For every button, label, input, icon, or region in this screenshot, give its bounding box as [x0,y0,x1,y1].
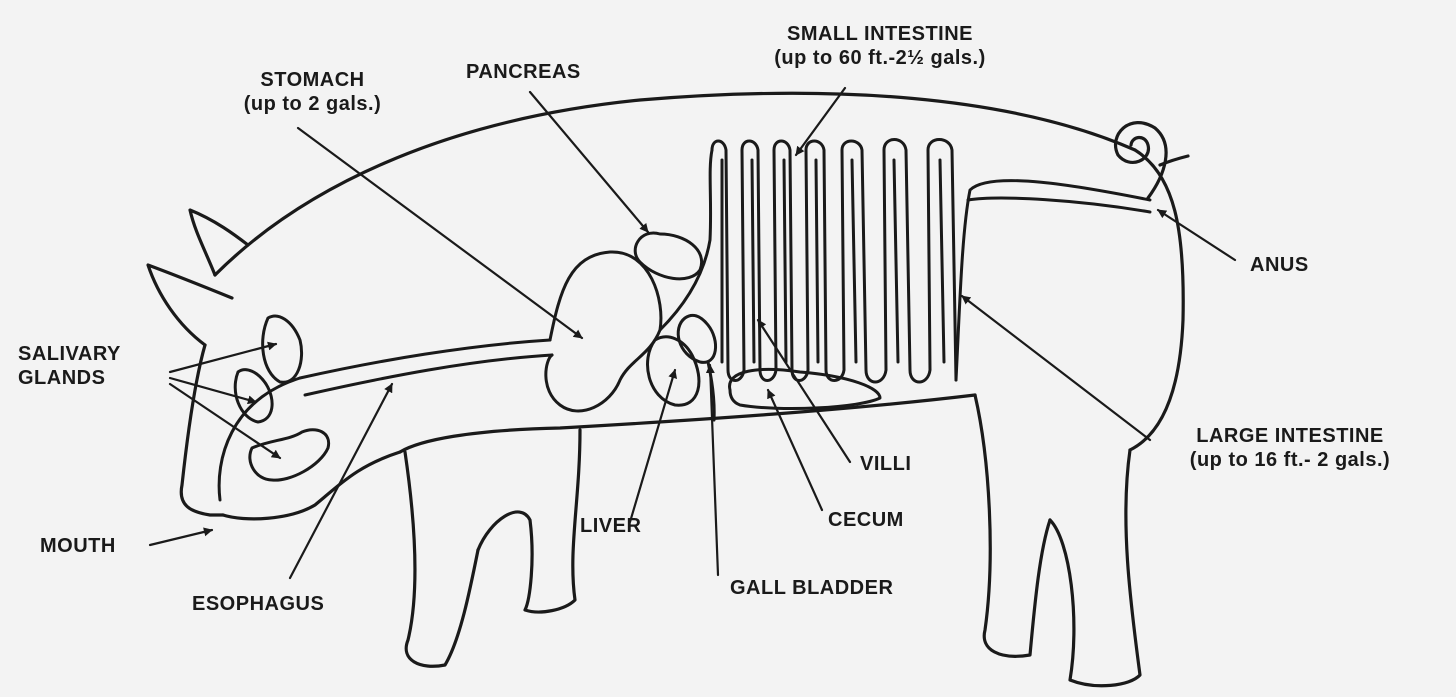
pancreas-label: PANCREAS [466,60,581,84]
mouth-label: MOUTH [40,534,116,558]
villi-label: VILLI [860,452,911,476]
large-intestine-name: LARGE INTESTINE [1140,424,1440,448]
liver-label: LIVER [580,514,641,538]
large-intestine-label: LARGE INTESTINE (up to 16 ft.- 2 gals.) [1140,424,1440,472]
stomach-label: STOMACH (up to 2 gals.) [210,68,415,116]
small-intestine-capacity: (up to 60 ft.-2½ gals.) [730,46,1030,70]
salivary-glands-label: SALIVARY GLANDS [18,342,121,390]
salivary-glands-line1: SALIVARY [18,342,121,366]
anus-label: ANUS [1250,253,1309,277]
small-intestine-name: SMALL INTESTINE [730,22,1030,46]
large-intestine-capacity: (up to 16 ft.- 2 gals.) [1140,448,1440,472]
esophagus-label: ESOPHAGUS [192,592,324,616]
stomach-name: STOMACH [210,68,415,92]
cecum-label: CECUM [828,508,904,532]
stomach-capacity: (up to 2 gals.) [210,92,415,116]
salivary-glands-line2: GLANDS [18,366,121,390]
small-intestine-label: SMALL INTESTINE (up to 60 ft.-2½ gals.) [730,22,1030,70]
gall-bladder-label: GALL BLADDER [730,576,893,600]
